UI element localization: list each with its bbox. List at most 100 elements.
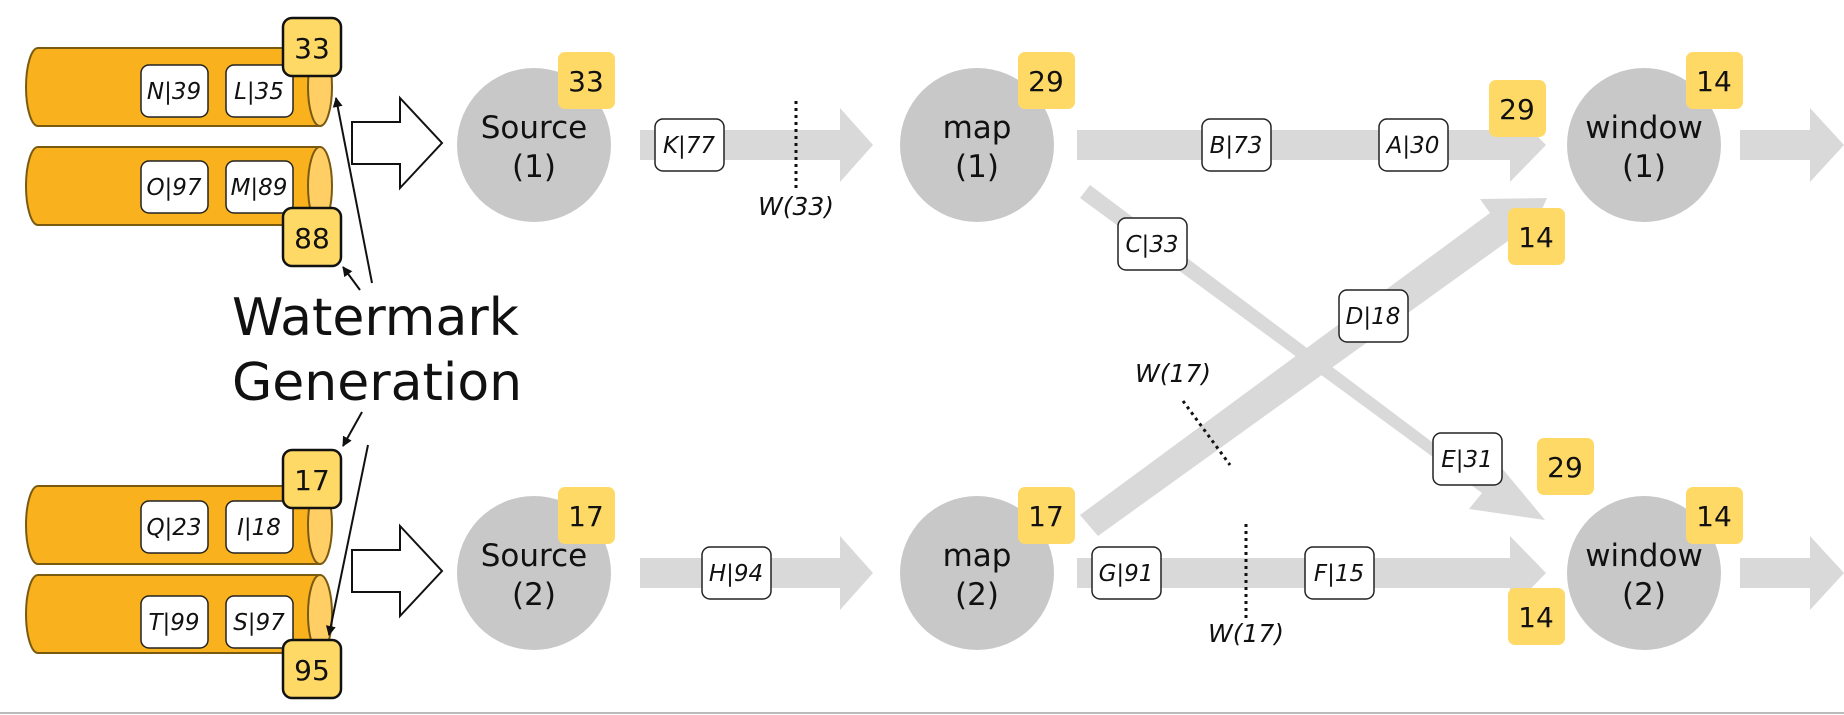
watermark-markers: W(33) W(17) W(17) xyxy=(758,101,1284,648)
record-box xyxy=(654,118,725,172)
operator-watermark-badge xyxy=(558,487,615,544)
partition-record xyxy=(225,595,294,649)
stream-source1-map1 xyxy=(640,108,873,182)
partition-record-label: O|97 xyxy=(146,175,201,201)
stream-window2-out xyxy=(1740,536,1844,610)
watermark-generation-pointers xyxy=(325,97,373,636)
record-label: F|15 xyxy=(1314,561,1364,587)
partition-watermarks: 33 88 17 95 xyxy=(281,16,343,700)
partition-watermark-badge xyxy=(281,448,343,510)
operator-index: (2) xyxy=(512,577,556,613)
partition-record-label: L|35 xyxy=(234,79,284,105)
partition-record xyxy=(225,160,294,214)
record-label: B|73 xyxy=(1210,133,1263,159)
record-label: K|77 xyxy=(663,133,715,159)
ingest-arrow-1 xyxy=(351,95,444,191)
stream-window1-out xyxy=(1740,108,1844,182)
operator-index: (2) xyxy=(955,577,999,613)
partition-record-label: S|97 xyxy=(233,610,285,636)
operator-watermark-badge xyxy=(1018,52,1075,109)
partition-record xyxy=(225,500,294,554)
operator-index: (2) xyxy=(1622,577,1666,613)
operator-watermark-label: 17 xyxy=(1028,500,1064,533)
record-label: H|94 xyxy=(709,561,763,587)
operator-name: window xyxy=(1585,538,1703,574)
partition-record xyxy=(140,595,209,649)
partition-record-label: Q|23 xyxy=(146,515,201,541)
record-box xyxy=(1338,289,1409,343)
in-flight-records: K|77 B|73 A|30 C|33 D|18 E|31 H|94 G|91 … xyxy=(654,118,1503,600)
channel-watermark-label: 29 xyxy=(1499,93,1535,126)
operator-watermarks: 33 29 14 17 17 14 xyxy=(558,52,1743,544)
operator-index: (1) xyxy=(1622,149,1666,185)
record-label: G|91 xyxy=(1099,561,1154,587)
record-box xyxy=(1201,118,1272,172)
operator-name: Source xyxy=(481,110,587,146)
watermark-marker-label: W(33) xyxy=(758,192,834,221)
watermark-generation-label-line2: Generation xyxy=(232,353,522,413)
operator-name: map xyxy=(943,538,1012,574)
partition-watermark-label: 95 xyxy=(294,654,330,687)
partition-record-label: T|99 xyxy=(148,610,199,636)
channel-watermark-label: 29 xyxy=(1547,451,1583,484)
operator-index: (1) xyxy=(512,149,556,185)
record-box xyxy=(1432,432,1503,486)
stream-map1-window1 xyxy=(1077,108,1546,182)
channel-watermarks: 29 14 29 14 xyxy=(1489,80,1594,645)
ingest-arrow-2 xyxy=(351,523,444,619)
record-box xyxy=(1117,217,1188,271)
channel-watermark-badge xyxy=(1508,588,1565,645)
record-box xyxy=(701,546,772,600)
operator-watermark-badge xyxy=(1686,487,1743,544)
operator-name: map xyxy=(943,110,1012,146)
watermark-generation-label-line1: Watermark xyxy=(232,288,519,348)
channel-watermark-label: 14 xyxy=(1518,221,1554,254)
partition-watermark-label: 33 xyxy=(294,32,330,65)
stream-map2-window1 xyxy=(1080,198,1547,536)
partition-watermark-badge xyxy=(281,16,343,78)
record-label: D|18 xyxy=(1346,304,1401,330)
record-label: E|31 xyxy=(1441,447,1493,473)
partition-watermark-label: 88 xyxy=(294,222,330,255)
partition-watermark-badge xyxy=(281,638,343,700)
operator-map-2: map (2) xyxy=(900,496,1054,650)
partition-record-label: M|89 xyxy=(231,175,288,201)
partition-1: N|39 L|35 xyxy=(25,47,333,127)
channel-watermark-badge xyxy=(1508,208,1565,265)
operator-map-1: map (1) xyxy=(900,68,1054,222)
channel-watermark-label: 14 xyxy=(1518,601,1554,634)
operator-name: window xyxy=(1585,110,1703,146)
record-box xyxy=(1304,546,1375,600)
partition-watermark-badge xyxy=(281,206,343,268)
watermark-marker-label: W(17) xyxy=(1135,359,1211,388)
operator-window-1: window (1) xyxy=(1567,68,1721,222)
partition-record-label: I|18 xyxy=(237,515,281,541)
record-label: C|33 xyxy=(1125,232,1178,258)
operator-watermark-label: 29 xyxy=(1028,65,1064,98)
operator-watermark-badge xyxy=(558,52,615,109)
operator-window-2: window (2) xyxy=(1567,496,1721,650)
operator-watermark-label: 33 xyxy=(568,65,604,98)
operator-index: (1) xyxy=(955,149,999,185)
operator-watermark-badge xyxy=(1686,52,1743,109)
watermark-marker-label: W(17) xyxy=(1208,619,1284,648)
partition-2: O|97 M|89 xyxy=(25,146,333,226)
record-box xyxy=(1378,118,1449,172)
partition-4: T|99 S|97 xyxy=(25,574,333,654)
partition-record xyxy=(140,500,209,554)
record-label: A|30 xyxy=(1385,133,1440,159)
operator-watermark-label: 14 xyxy=(1696,500,1732,533)
channel-watermark-badge xyxy=(1537,438,1594,495)
partition-record xyxy=(225,64,294,118)
channel-watermark-badge xyxy=(1489,80,1546,137)
partition-watermark-label: 17 xyxy=(294,464,330,497)
operator-watermark-label: 14 xyxy=(1696,65,1732,98)
operator-watermark-label: 17 xyxy=(568,500,604,533)
partition-record-label: N|39 xyxy=(147,79,201,105)
record-box xyxy=(1091,546,1162,600)
partition-record xyxy=(140,160,209,214)
partition-3: Q|23 I|18 xyxy=(25,485,333,565)
partition-record xyxy=(140,64,209,118)
operator-watermark-badge xyxy=(1018,487,1075,544)
